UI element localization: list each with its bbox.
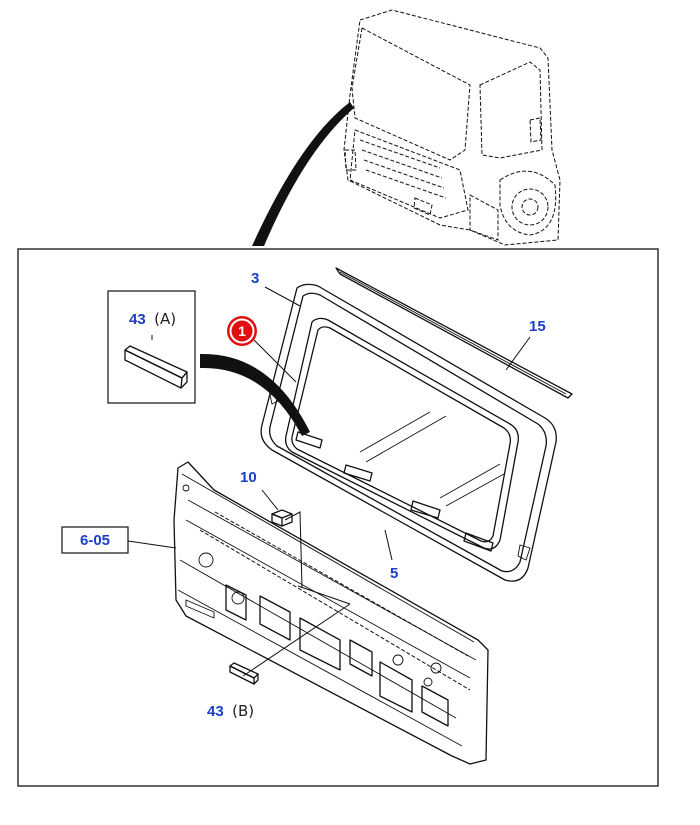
callout-10: 10 [240, 469, 257, 486]
callout-43a: 43 (A) [129, 310, 176, 328]
truck-cab-illustration [343, 9, 561, 246]
callout-43b-number: 43 [207, 703, 224, 720]
callout-43b: 43 (B) [207, 702, 254, 720]
callout-43a-suffix: (A) [154, 310, 176, 328]
part-43b-pad [229, 662, 259, 685]
detail-43a-pointer [200, 353, 310, 436]
marker-label: 1 [238, 323, 246, 339]
callout-43b-suffix: (B) [232, 702, 254, 720]
cab-pointer-arrow [252, 102, 354, 246]
ref-box-label: 6-05 [80, 532, 110, 549]
callout-5: 5 [390, 565, 398, 582]
part-15-moulding [335, 267, 573, 399]
front-panel-6-05 [173, 461, 489, 765]
part-43a-pad [124, 345, 188, 389]
windshield-glass [284, 317, 519, 552]
callout-43a-number: 43 [129, 311, 146, 328]
leader-lines [127, 286, 531, 677]
ref-box-6-05[interactable]: 6-05 [61, 526, 129, 554]
detail-43a-box [107, 290, 196, 404]
callout-15: 15 [529, 318, 546, 335]
highlight-marker-1[interactable]: 1 [227, 316, 257, 346]
callout-3: 3 [251, 270, 259, 287]
detail-frame [17, 248, 659, 787]
